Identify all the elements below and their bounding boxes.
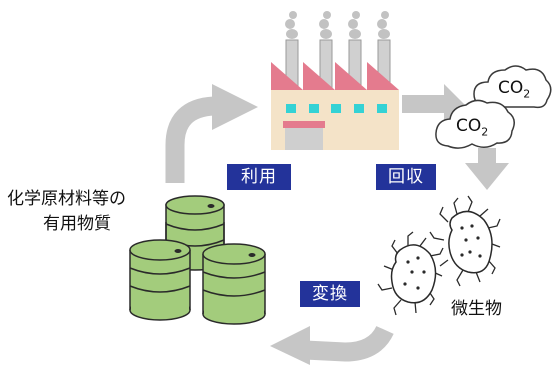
co2-text: CO [456, 116, 482, 136]
co2-cloud-back [473, 65, 552, 109]
feedstock-label-line2: 有用物質 [43, 214, 111, 234]
badge-use: 利用 [227, 164, 291, 190]
co2-label-front: CO2 [456, 116, 488, 138]
microbe-label: 微生物 [451, 299, 502, 319]
co2-subscript: 2 [523, 87, 531, 101]
arrow-factory-to-co2 [402, 84, 464, 124]
arrow-to-factory [165, 84, 258, 183]
badge-recover: 回収 [376, 164, 436, 190]
arrow-co2-to-microbes [465, 148, 509, 190]
microbe-left-icon [377, 231, 444, 316]
factory-icon [271, 11, 399, 150]
smoke-puffs [285, 11, 390, 39]
feedstock-label-line1: 化学原材料等の [7, 189, 126, 209]
co2-subscript: 2 [481, 125, 489, 139]
co2-cloud-front [435, 99, 515, 149]
factory-windows [286, 104, 387, 113]
factory-stripe [283, 121, 325, 128]
microbe-right-icon [429, 195, 501, 287]
badge-convert: 変換 [300, 281, 360, 307]
co2-label-back: CO2 [498, 78, 530, 100]
arrow-to-drums [270, 325, 394, 365]
drum-right [202, 243, 266, 325]
co2-text: CO [498, 78, 524, 98]
factory-door [285, 128, 323, 150]
drum-left [129, 239, 191, 321]
feedstock-label: 化学原材料等の 有用物質 [7, 187, 126, 237]
